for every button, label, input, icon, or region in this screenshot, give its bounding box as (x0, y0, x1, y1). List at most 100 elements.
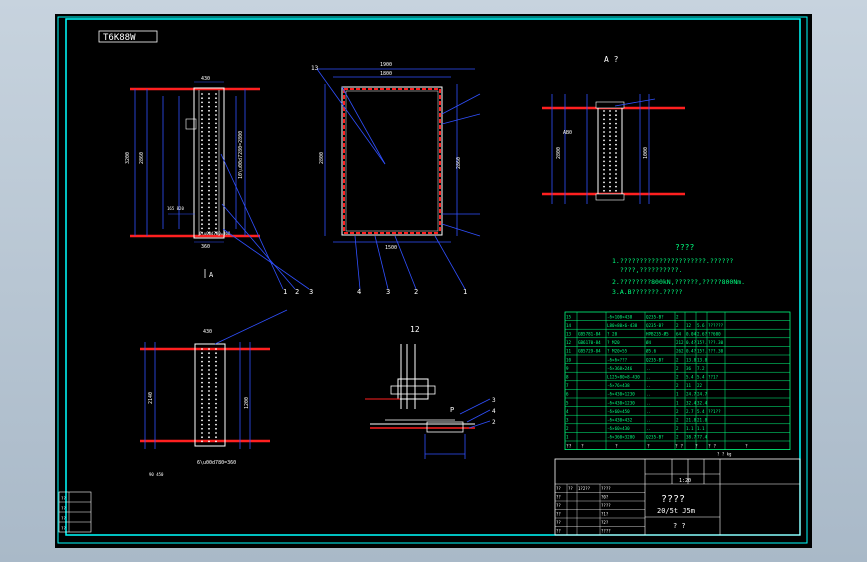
bom-cell: .. (646, 383, 651, 388)
bolt-hole (201, 402, 203, 405)
bom-cell: L80×80×6-438 (607, 323, 638, 328)
bom-cell: 5.4 (697, 409, 705, 414)
bolt-hole (208, 227, 210, 230)
bom-cell: 13.8 (697, 357, 708, 362)
bolt-hole (201, 181, 203, 184)
bolt-hole (208, 231, 210, 234)
bolt-hole (201, 164, 203, 167)
bolt-hole (208, 381, 210, 384)
bolt-hole (215, 93, 217, 95)
bolt-hole (215, 151, 217, 154)
bolt-hole (609, 156, 611, 159)
svg-text:2860: 2860 (139, 152, 145, 164)
svg-text:1.??????????????????????.?????: 1.??????????????????????.?????? (612, 257, 733, 265)
bolt-hole (201, 172, 203, 175)
bolt-hole (215, 202, 217, 205)
bom-cell: 9 (566, 366, 569, 371)
bolt-hole (215, 381, 217, 384)
bom-cell: 262 (676, 349, 684, 354)
bom-cell: 12 (566, 340, 572, 345)
bolt-hole (208, 160, 210, 163)
drawing-canvas[interactable]: T6K88W 3200 2860 10\u00d7280=2800 43 (55, 14, 812, 548)
bolt-hole (201, 143, 203, 146)
bolt-hole (208, 402, 210, 405)
bom-cell: ??600 (708, 332, 721, 337)
bolt-hole (201, 97, 203, 100)
bolt-hole (201, 377, 203, 380)
bom-cell: Ø4 (646, 340, 652, 345)
bolt-hole (215, 423, 217, 426)
bolt-hole (603, 185, 605, 188)
title-block-cell: ?? (568, 486, 573, 491)
title-tag-box (98, 30, 158, 43)
svg-text:????: ???? (675, 243, 694, 252)
svg-text:A: A (209, 271, 214, 279)
bolt-hole (208, 364, 210, 367)
bolt-hole (208, 172, 210, 175)
detail-12: 12 P 3 4 2 (365, 325, 496, 459)
bolt-hole (201, 139, 203, 142)
bolt-hole (208, 377, 210, 380)
svg-text:1000: 1000 (643, 147, 649, 159)
bolt-hole (201, 419, 203, 422)
bolt-hole (215, 227, 217, 230)
drawing-sheet: T6K88W 3200 2860 10\u00d7280=2800 43 (57, 16, 808, 544)
bolt-hole (208, 202, 210, 205)
bom-cell: 14 (566, 323, 572, 328)
bolt-hole (603, 143, 605, 146)
bom-cell: ? M20×55 (607, 349, 628, 354)
svg-text:4: 4 (492, 408, 496, 415)
bolt-hole (215, 172, 217, 175)
bom-cell: GB5781-84 (578, 332, 601, 337)
bom-cell: 0.4? (686, 349, 697, 354)
bolt-hole (201, 356, 203, 359)
bom-cell: 22 (697, 383, 703, 388)
bolt-hole (615, 110, 617, 112)
bolt-hole (615, 118, 617, 121)
bom-cell: ??1? (708, 375, 719, 380)
bolt-hole (208, 168, 210, 171)
bom-cell: .. (646, 392, 651, 397)
bom-cell: ? M20 (607, 340, 620, 345)
bom-cell: 2 (676, 426, 679, 431)
bolt-hole (215, 427, 217, 430)
bolt-hole (215, 193, 217, 196)
bolt-hole (201, 114, 203, 116)
bolt-hole (215, 356, 217, 359)
svg-text:1500: 1500 (385, 245, 397, 251)
bolt-hole (215, 101, 217, 104)
bom-cell: 212 (676, 340, 684, 345)
svg-text:90 450: 90 450 (149, 472, 164, 477)
bolt-hole (215, 198, 217, 200)
front-view-column: 3200 2860 10\u00d7280=2800 430 360 165 8… (125, 76, 313, 296)
bom-cell: 5.4 (697, 375, 705, 380)
bolt-hole (215, 105, 217, 108)
bolt-hole (609, 189, 611, 192)
bolt-hole (201, 219, 203, 221)
bom-cell: 38.7 (686, 435, 697, 440)
bom-cell: 0.4? (686, 340, 697, 345)
bom-cell: 1 (676, 392, 679, 397)
bolt-hole (208, 126, 210, 129)
bolt-hole (615, 143, 617, 146)
bom-cell: ???.30 (708, 349, 724, 354)
a-view: A ? AB0 2800 1000 (542, 55, 685, 204)
bom-cell: 12 (686, 323, 692, 328)
bolt-hole (208, 147, 210, 150)
svg-text:AB0: AB0 (563, 130, 572, 136)
bom-cell: 2 (676, 418, 679, 423)
bolt-hole (615, 152, 617, 154)
bom-cell: ?????? (708, 323, 724, 328)
bom-cell: -δ×430×1230 (607, 392, 635, 397)
svg-text:13: 13 (311, 65, 319, 72)
bom-cell: -δ×60×450 (607, 409, 630, 414)
bolt-hole (603, 110, 605, 112)
bom-cell: 32.4 (686, 400, 697, 405)
bom-cell: -δ×368×246 (607, 366, 633, 371)
bolt-hole (208, 109, 210, 112)
title-block: 1:20 ???? 20/5t J5m ? ? ????1?2?????????… (554, 458, 801, 536)
bolt-hole (215, 223, 217, 226)
